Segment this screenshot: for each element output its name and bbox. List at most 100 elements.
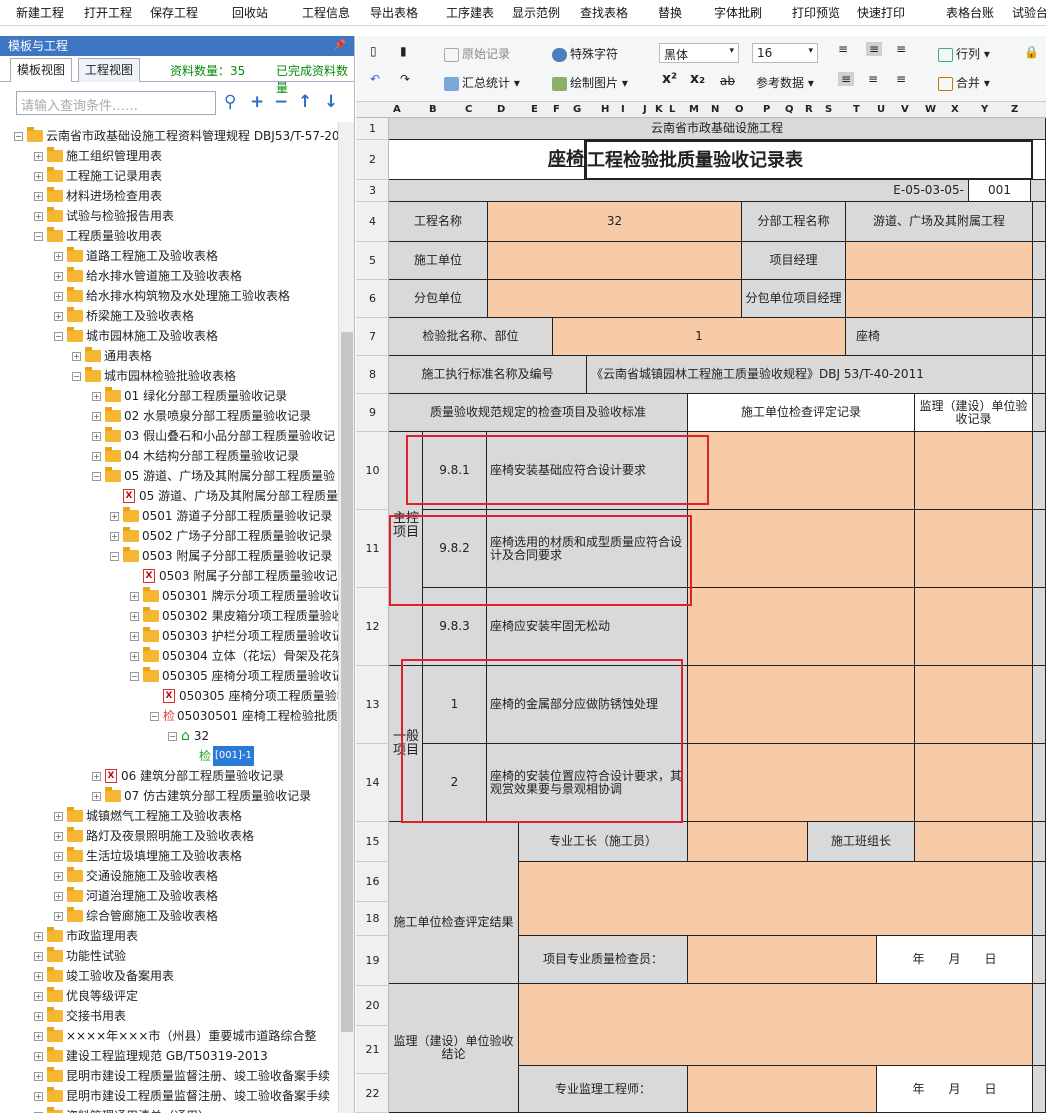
form-cell[interactable]: [1033, 140, 1046, 180]
row-label[interactable]: 9: [356, 394, 389, 432]
expand-icon[interactable]: +: [54, 911, 63, 921]
tree-node[interactable]: +02 水景喷泉分部工程质量验收记录: [92, 406, 311, 426]
sub-project-value[interactable]: 游道、广场及其附属工程: [846, 202, 1033, 242]
tree-node[interactable]: +050303 护栏分项工程质量验收记: [130, 626, 338, 646]
row-label[interactable]: 2: [356, 140, 389, 180]
expand-icon[interactable]: +: [130, 651, 139, 661]
row-label[interactable]: 8: [356, 356, 389, 394]
font-size-select[interactable]: 16▾: [752, 43, 818, 63]
standard-label[interactable]: 施工执行标准名称及编号: [389, 356, 587, 394]
align-center-icon[interactable]: ≡: [868, 72, 879, 86]
menu-item[interactable]: 打开工程: [84, 6, 133, 20]
merge-button[interactable]: 合并 ▾: [938, 74, 990, 91]
spec-header[interactable]: 质量验收规范规定的检查项目及验收标准: [389, 394, 688, 432]
row-label[interactable]: 7: [356, 318, 389, 356]
column-label[interactable]: D: [497, 104, 506, 115]
date-label[interactable]: 年 月 日: [877, 936, 1033, 984]
collapse-icon[interactable]: −: [92, 471, 101, 481]
form-cell[interactable]: [1033, 356, 1046, 394]
item-text[interactable]: 座椅安装基础应符合设计要求: [487, 432, 688, 510]
result-value[interactable]: [519, 862, 1033, 936]
tree-node[interactable]: +交通设施施工及验收表格: [54, 866, 218, 886]
tree-node[interactable]: +优良等级评定: [34, 986, 138, 1006]
expand-icon[interactable]: +: [54, 291, 63, 301]
pm-label[interactable]: 项目经理: [742, 242, 846, 280]
tree-node[interactable]: −城市园林施工及验收表格: [54, 326, 218, 346]
font-select[interactable]: 黑体▾: [659, 43, 739, 63]
tree-node[interactable]: +生活垃圾填埋施工及验收表格: [54, 846, 242, 866]
supervisor-record[interactable]: [915, 432, 1033, 510]
expand-icon[interactable]: +: [130, 591, 139, 601]
row-col-button[interactable]: 行列 ▾: [938, 45, 990, 62]
tree-node[interactable]: +桥梁施工及验收表格: [54, 306, 194, 326]
menu-item[interactable]: 回收站: [232, 6, 269, 20]
column-label[interactable]: F: [553, 104, 560, 115]
tree-node[interactable]: +050302 果皮箱分项工程质量验收: [130, 606, 338, 626]
column-label[interactable]: Q: [785, 104, 794, 115]
column-label[interactable]: K: [655, 104, 663, 115]
engineer-value[interactable]: [688, 1066, 877, 1113]
form-cell[interactable]: [1033, 822, 1046, 862]
form-code-number[interactable]: 001: [969, 180, 1031, 202]
expand-icon[interactable]: +: [34, 151, 43, 161]
strikethrough-button[interactable]: ab: [720, 74, 735, 88]
item-number[interactable]: 1: [423, 666, 487, 744]
move-down-icon[interactable]: ↓: [324, 92, 339, 112]
form-code[interactable]: E-05-03-05-: [389, 180, 969, 202]
form-cell[interactable]: [1033, 744, 1046, 822]
column-label[interactable]: J: [643, 104, 647, 115]
item-number[interactable]: 9.8.3: [423, 588, 487, 666]
redo-icon[interactable]: ↷: [400, 72, 411, 86]
row-label[interactable]: 19: [356, 936, 389, 986]
tree-node[interactable]: +综合管廊施工及验收表格: [54, 906, 218, 926]
team-leader-value[interactable]: [915, 822, 1033, 862]
foreman-value[interactable]: [688, 822, 808, 862]
project-name-label[interactable]: 工程名称: [389, 202, 488, 242]
collapse-icon[interactable]: −: [130, 671, 139, 681]
column-label[interactable]: I: [621, 104, 625, 115]
superscript-button[interactable]: x²: [662, 71, 678, 87]
subcontractor-label[interactable]: 分包单位: [389, 280, 488, 318]
expand-icon[interactable]: +: [92, 451, 101, 461]
tree-node[interactable]: −⌂32: [168, 726, 209, 746]
tree-node[interactable]: +竣工验收及备案用表: [34, 966, 174, 986]
pm-value[interactable]: [846, 242, 1033, 280]
align-left-icon[interactable]: ≡: [838, 72, 855, 86]
tree-node[interactable]: +功能性试验: [34, 946, 126, 966]
collapse-icon[interactable]: −: [168, 731, 177, 741]
tree-node[interactable]: −05 游道、广场及其附属分部工程质量验: [92, 466, 335, 486]
collapse-icon[interactable]: −: [34, 231, 43, 241]
sub-project-label[interactable]: 分部工程名称: [742, 202, 846, 242]
builder-label[interactable]: 施工单位: [389, 242, 488, 280]
column-label[interactable]: Y: [981, 104, 989, 115]
copy-icon[interactable]: ▯: [370, 44, 377, 58]
form-title[interactable]: 工程检验批质量验收记录表: [585, 140, 1033, 180]
tree-node[interactable]: +道路工程施工及验收表格: [54, 246, 218, 266]
add-icon[interactable]: +: [250, 92, 265, 112]
tree-node[interactable]: +昆明市建设工程质量监督注册、竣工验收备案手续: [34, 1066, 330, 1086]
form-title-item[interactable]: 座椅: [389, 140, 585, 180]
supervisor-record[interactable]: [915, 510, 1033, 588]
column-label[interactable]: V: [901, 104, 909, 115]
supervisor-result-value[interactable]: [519, 984, 1033, 1066]
tree-node[interactable]: +工程施工记录用表: [34, 166, 162, 186]
form-cell[interactable]: [1033, 202, 1046, 242]
subcontractor-value[interactable]: [488, 280, 742, 318]
menu-item[interactable]: 查找表格: [580, 6, 629, 20]
menu-item[interactable]: 快速打印: [857, 6, 906, 20]
subcontractor-pm-label[interactable]: 分包单位项目经理: [742, 280, 846, 318]
menu-item[interactable]: 显示范例: [512, 6, 561, 20]
tree-node[interactable]: +给水排水管道施工及验收表格: [54, 266, 242, 286]
check-record[interactable]: [688, 510, 915, 588]
tab-project-view[interactable]: 工程视图: [78, 58, 141, 82]
tree-node[interactable]: −050305 座椅分项工程质量验收记: [130, 666, 338, 686]
column-label[interactable]: R: [805, 104, 813, 115]
pin-icon[interactable]: 📌: [333, 40, 346, 51]
search-input[interactable]: 请输入查询条件……: [16, 91, 216, 115]
expand-icon[interactable]: +: [92, 771, 101, 781]
tree-node[interactable]: +××××年×××市（州县）重要城市道路综合整: [34, 1026, 316, 1046]
menu-item[interactable]: 替换: [658, 6, 683, 20]
row-label[interactable]: 12: [356, 588, 389, 666]
